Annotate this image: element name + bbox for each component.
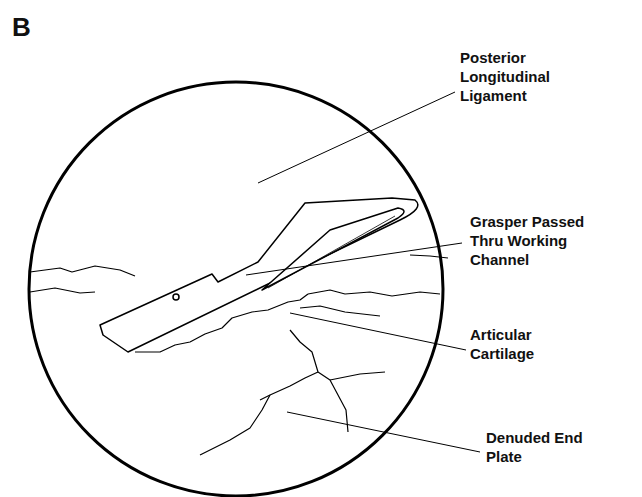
part-label: Grasper Passed Thru Working Channel (470, 212, 598, 269)
part-label: Posterior Longitudinal Ligament (460, 48, 570, 105)
part-label: Articular Cartilage (470, 325, 580, 363)
panel-letter: B (12, 12, 52, 42)
part-label: Denuded End Plate (486, 428, 596, 466)
leader-lines (246, 92, 480, 452)
scope-field (29, 82, 443, 496)
grasper (100, 198, 418, 352)
